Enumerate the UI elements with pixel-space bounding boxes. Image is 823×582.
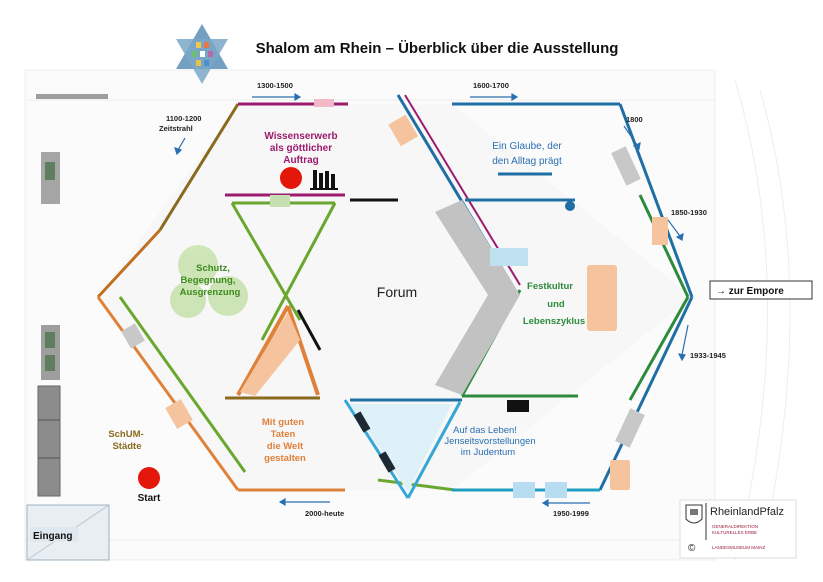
svg-text:und: und — [547, 299, 565, 310]
svg-text:gestalten: gestalten — [264, 453, 306, 464]
period-1950: 1950-1999 — [553, 509, 589, 518]
section-fest: Festkultur und Lebenszyklus — [523, 281, 585, 327]
peach-displays — [165, 114, 668, 490]
rlp-name: RheinlandPfalz — [710, 506, 784, 518]
black-wall — [296, 309, 322, 351]
period-1300: 1300-1500 — [257, 81, 293, 90]
rlp-coat-of-arms-icon — [685, 504, 703, 524]
empore-link[interactable]: → zur Empore — [709, 280, 813, 300]
period-labels: 1100-1200 Zeitstrahl 1300-1500 1600-1700… — [159, 81, 726, 518]
period-zeitstrahl: Zeitstrahl — [159, 124, 193, 133]
left-wall-fixtures — [36, 94, 108, 497]
period-1800: 1800 — [626, 115, 643, 124]
empore-label: → zur Empore — [716, 286, 784, 297]
timeline-arrows — [174, 92, 689, 508]
svg-text:den Alltag prägt: den Alltag prägt — [492, 156, 562, 167]
start-label: Start — [138, 493, 161, 504]
period-1600: 1600-1700 — [473, 81, 509, 90]
period-2000: 2000-heute — [305, 509, 344, 518]
star-of-david-logo — [176, 24, 228, 84]
period-1100: 1100-1200 — [166, 114, 201, 123]
section-forum: Forum — [377, 284, 417, 300]
svg-text:Lebenszyklus: Lebenszyklus — [523, 316, 585, 327]
svg-text:Auftrag: Auftrag — [283, 155, 319, 166]
svg-text:Städte: Städte — [112, 441, 141, 452]
section-leben: Auf das Leben! Jenseitsvorstellungen im … — [444, 425, 535, 458]
svg-text:Festkultur: Festkultur — [527, 281, 573, 292]
rlp-logo: RheinlandPfalz GENERALDIREKTION KULTUREL… — [679, 499, 797, 559]
books-icon — [310, 170, 338, 190]
svg-text:als göttlicher: als göttlicher — [270, 143, 332, 154]
svg-text:LANDESMUSEUM MAINZ: LANDESMUSEUM MAINZ — [712, 545, 766, 550]
light-blue-display — [350, 404, 452, 492]
blue-displays — [490, 201, 575, 498]
svg-text:Jenseitsvorstellungen: Jenseitsvorstellungen — [444, 436, 535, 447]
section-taten: Mit guten Taten die Welt gestalten — [262, 417, 306, 464]
entrance[interactable]: Eingang — [26, 504, 110, 561]
section-schutz: Schutz, Begegnung, Ausgrenzung — [180, 263, 241, 298]
svg-text:Ein Glaube, der: Ein Glaube, der — [492, 141, 562, 152]
black-box — [507, 400, 529, 412]
svg-text:Wissenserwerb: Wissenserwerb — [264, 131, 337, 142]
svg-text:Taten: Taten — [271, 429, 296, 440]
green-display — [270, 195, 290, 207]
svg-text:Auf das Leben!: Auf das Leben! — [453, 425, 517, 436]
purple-section-marker — [280, 167, 302, 189]
svg-text:Schutz,: Schutz, — [196, 263, 230, 274]
green-circle-displays — [170, 245, 248, 318]
section-glaube: Ein Glaube, der den Alltag prägt — [492, 141, 562, 167]
section-schum: SchUM- Städte — [108, 429, 143, 452]
left-outer-wall — [96, 103, 345, 492]
copyright-symbol: © — [688, 543, 696, 554]
orange-section-walls — [225, 305, 320, 400]
period-1933: 1933-1945 — [690, 351, 726, 360]
svg-text:GENERALDIREKTION: GENERALDIREKTION — [712, 524, 758, 529]
start-marker[interactable] — [138, 467, 160, 489]
page-title: Shalom am Rhein – Überblick über die Aus… — [255, 40, 619, 57]
entrance-label: Eingang — [33, 531, 72, 542]
screen-2 — [378, 451, 396, 473]
svg-text:Mit guten: Mit guten — [262, 417, 304, 428]
purple-display — [314, 99, 334, 107]
svg-text:die Welt: die Welt — [267, 441, 304, 452]
svg-text:SchUM-: SchUM- — [108, 429, 143, 440]
screen-1 — [353, 411, 371, 433]
gray-displays — [121, 146, 645, 448]
svg-text:im Judentum: im Judentum — [461, 447, 515, 458]
svg-text:Ausgrenzung: Ausgrenzung — [180, 287, 241, 298]
orange-display — [240, 312, 300, 396]
svg-text:Begegnung,: Begegnung, — [181, 275, 236, 286]
forum-chevron — [435, 200, 520, 395]
svg-text:KULTURELLES ERBE: KULTURELLES ERBE — [712, 530, 757, 535]
period-1850: 1850-1930 — [671, 208, 707, 217]
section-wissen: Wissenserwerb als göttlicher Auftrag — [264, 131, 337, 166]
